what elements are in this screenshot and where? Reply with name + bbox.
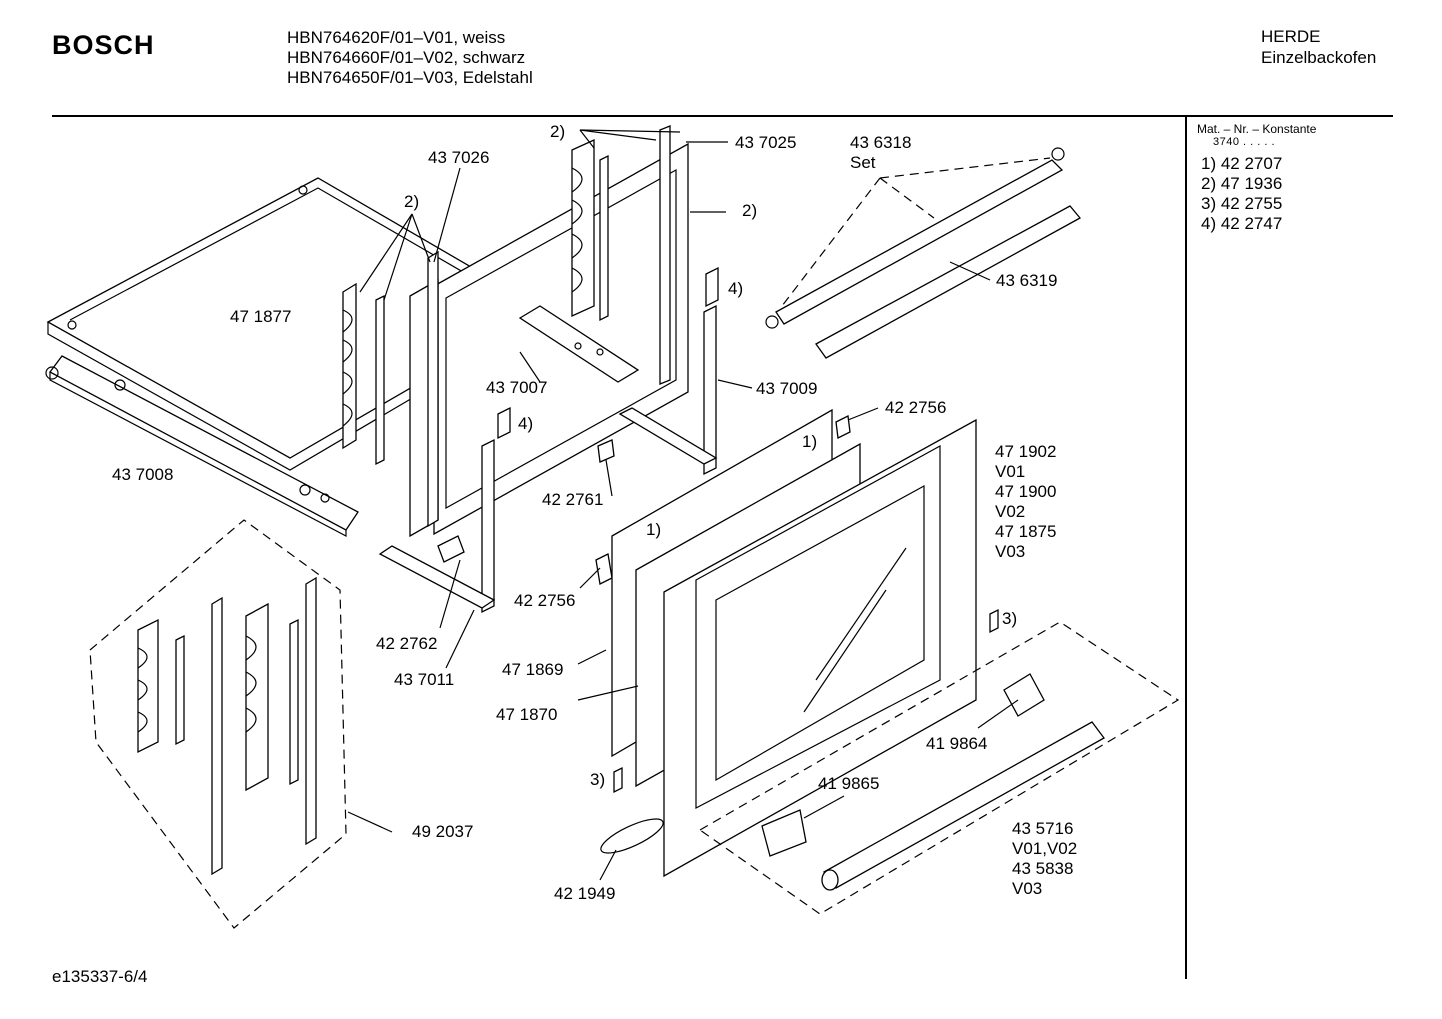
label-line: V01,V02 xyxy=(1012,839,1078,858)
side-rail-part xyxy=(518,305,640,383)
label-line: 43 6318 xyxy=(850,133,912,152)
legend-panel: Mat. – Nr. – Konstante 3740 . . . . . 1)… xyxy=(1197,122,1316,234)
label-line: V03 xyxy=(995,542,1026,561)
label-note-1: 1) xyxy=(802,432,818,451)
category: HERDE Einzelbackofen xyxy=(1261,26,1376,68)
outer-door-part xyxy=(663,418,977,878)
legend-constant: 3740 . . . . . xyxy=(1213,136,1276,148)
seal-part xyxy=(600,818,664,854)
label-437011: 43 7011 xyxy=(394,670,455,689)
label-note-2: 2) xyxy=(404,192,420,211)
label-note-4: 4) xyxy=(728,279,744,298)
legend-title: Mat. – Nr. – Konstante xyxy=(1197,122,1317,136)
legend-item: 3) 42 2755 xyxy=(1201,194,1283,213)
rear-rack-part xyxy=(571,125,671,385)
header-divider xyxy=(52,115,1393,117)
label-471902: 47 1902 V01 47 1900 V02 47 1875 V03 xyxy=(995,442,1056,562)
drawing-code: e135337-6/4 xyxy=(52,967,148,986)
inner-frame-part xyxy=(409,142,689,538)
label-line: Set xyxy=(850,153,876,172)
label-437026: 43 7026 xyxy=(428,148,490,167)
leader-lines xyxy=(347,129,1051,881)
label-note-1: 1) xyxy=(646,520,662,539)
label-line: 43 5716 xyxy=(1012,819,1074,838)
model-line: HBN764660F/01–V02, schwarz xyxy=(287,48,526,67)
label-line: 43 5838 xyxy=(1012,859,1074,878)
top-bar-part xyxy=(765,147,1082,359)
label-note-2: 2) xyxy=(550,122,566,141)
model-line: HBN764620F/01–V01, weiss xyxy=(287,28,506,47)
label-437008: 43 7008 xyxy=(112,465,174,484)
legend-item: 4) 42 2747 xyxy=(1201,214,1283,233)
label-line: V03 xyxy=(1012,879,1043,898)
label-437007: 43 7007 xyxy=(486,378,548,397)
label-435716: 43 5716 V01,V02 43 5838 V03 xyxy=(1012,819,1077,899)
label-471869: 47 1869 xyxy=(502,660,564,679)
model-line: HBN764650F/01–V03, Edelstahl xyxy=(287,68,533,87)
legend-divider xyxy=(1185,117,1187,979)
label-line: 47 1902 xyxy=(995,442,1057,461)
label-line: V02 xyxy=(995,502,1026,521)
label-note-4: 4) xyxy=(518,414,534,433)
label-note-2: 2) xyxy=(742,201,758,220)
label-437009: 43 7009 xyxy=(756,379,818,398)
side-rack-part xyxy=(342,282,385,466)
label-line: V01 xyxy=(995,462,1026,481)
brand-logo: BOSCH xyxy=(52,30,155,60)
label-line: 47 1900 xyxy=(995,482,1057,501)
bracket-part xyxy=(378,266,719,614)
label-note-3: 3) xyxy=(1002,609,1018,628)
label-471877: 47 1877 xyxy=(230,307,292,326)
label-419865: 41 9865 xyxy=(818,774,880,793)
category-line: Einzelbackofen xyxy=(1261,48,1377,67)
label-471870: 47 1870 xyxy=(496,705,558,724)
label-422756: 42 2756 xyxy=(885,398,947,417)
rack-set-part xyxy=(89,519,347,929)
label-422762: 42 2762 xyxy=(376,634,438,653)
model-list: HBN764620F/01–V01, weiss HBN764660F/01–V… xyxy=(287,28,533,88)
label-437025: 43 7025 xyxy=(735,133,797,152)
label-422761: 42 2761 xyxy=(542,490,604,509)
handle-part xyxy=(698,621,1180,915)
label-note-3: 3) xyxy=(590,770,606,789)
label-419864: 41 9864 xyxy=(926,734,988,753)
label-421949: 42 1949 xyxy=(554,884,616,903)
category-line: HERDE xyxy=(1261,27,1321,46)
label-line: 47 1875 xyxy=(995,522,1057,541)
label-492037: 49 2037 xyxy=(412,822,474,841)
legend-item: 2) 47 1936 xyxy=(1201,174,1283,193)
legend-item: 1) 42 2707 xyxy=(1201,154,1283,173)
label-436319: 43 6319 xyxy=(996,271,1058,290)
label-436318: 43 6318 Set xyxy=(850,133,911,173)
front-rail-part xyxy=(45,355,359,537)
label-422756: 42 2756 xyxy=(514,591,576,610)
